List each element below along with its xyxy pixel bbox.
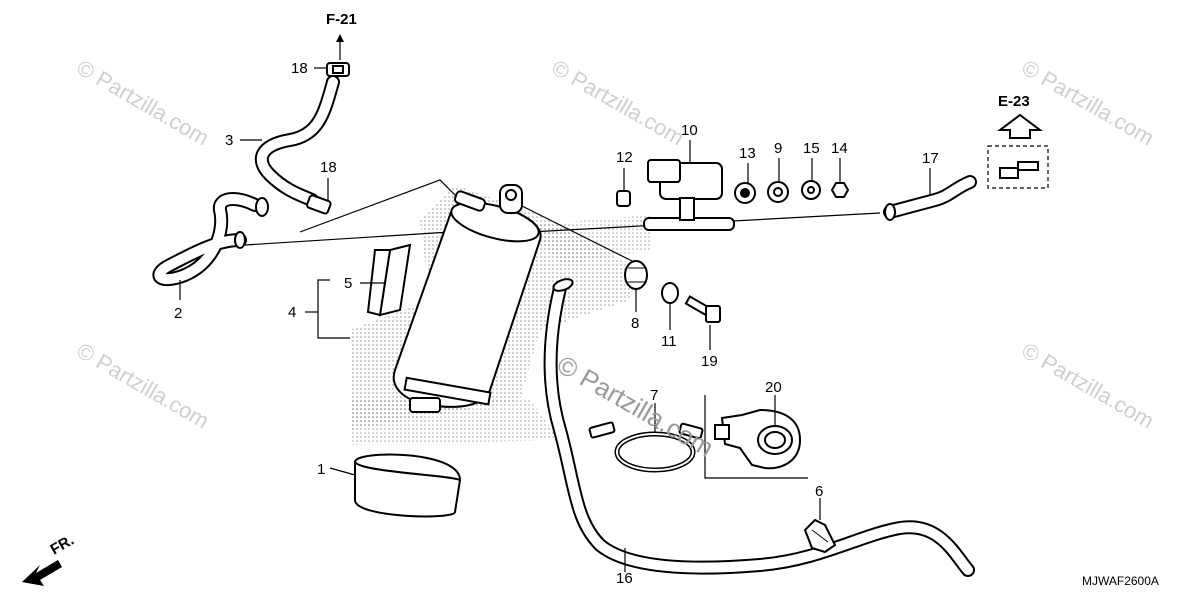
watermark-text: © Partzilla.com bbox=[548, 55, 689, 151]
label-4[interactable]: 4 bbox=[288, 304, 296, 321]
part-7-clamp bbox=[588, 421, 704, 473]
front-direction-arrow bbox=[22, 560, 62, 586]
label-18-top[interactable]: 18 bbox=[291, 60, 308, 77]
direction-label: FR. bbox=[48, 532, 77, 559]
part-2-hose bbox=[152, 192, 269, 287]
diagram-code: MJWAF2600A bbox=[1082, 574, 1159, 588]
label-17[interactable]: 17 bbox=[922, 150, 939, 167]
label-10[interactable]: 10 bbox=[681, 122, 698, 139]
small-parts bbox=[616, 180, 850, 207]
label-9[interactable]: 9 bbox=[774, 140, 782, 157]
label-1[interactable]: 1 bbox=[317, 461, 325, 478]
watermark-text: © Partzilla.com bbox=[1018, 55, 1159, 151]
part-10-valve bbox=[643, 159, 735, 231]
label-14[interactable]: 14 bbox=[831, 140, 848, 157]
part-6-clip bbox=[803, 518, 837, 554]
part-17-hose bbox=[883, 145, 1049, 221]
f21-arrow bbox=[336, 34, 344, 60]
leader-lines bbox=[179, 67, 931, 572]
e23-arrow bbox=[997, 113, 1043, 139]
label-15[interactable]: 15 bbox=[803, 140, 820, 157]
part-1-band bbox=[354, 453, 462, 518]
label-18-mid[interactable]: 18 bbox=[320, 159, 337, 176]
part-5-pad bbox=[366, 243, 412, 317]
label-2[interactable]: 2 bbox=[174, 305, 182, 322]
label-3[interactable]: 3 bbox=[225, 132, 233, 149]
ref-e23[interactable]: E-23 bbox=[998, 93, 1030, 110]
part-16-hose bbox=[543, 278, 975, 577]
label-16[interactable]: 16 bbox=[616, 570, 633, 587]
label-8[interactable]: 8 bbox=[631, 315, 639, 332]
watermark-text: © Partzilla.com bbox=[73, 55, 214, 151]
label-5[interactable]: 5 bbox=[344, 275, 352, 292]
part-18-clip-top bbox=[326, 62, 350, 77]
part-8-11-19 bbox=[624, 260, 721, 323]
part-4-canister bbox=[392, 184, 542, 413]
label-7[interactable]: 7 bbox=[650, 387, 658, 404]
label-13[interactable]: 13 bbox=[739, 145, 756, 162]
watermark-text: © Partzilla.com bbox=[73, 338, 214, 434]
watermark-text: © Partzilla.com bbox=[1018, 338, 1159, 434]
label-19[interactable]: 19 bbox=[701, 353, 718, 370]
label-12[interactable]: 12 bbox=[616, 149, 633, 166]
part-3-hose bbox=[254, 75, 340, 207]
label-20[interactable]: 20 bbox=[765, 379, 782, 396]
label-6[interactable]: 6 bbox=[815, 483, 823, 500]
part-18-clip-mid bbox=[306, 194, 332, 215]
ref-f21[interactable]: F-21 bbox=[326, 11, 357, 28]
part-20-clip bbox=[714, 408, 802, 470]
label-11[interactable]: 11 bbox=[661, 333, 677, 350]
watermark-center: © Partzilla.com bbox=[552, 349, 719, 463]
